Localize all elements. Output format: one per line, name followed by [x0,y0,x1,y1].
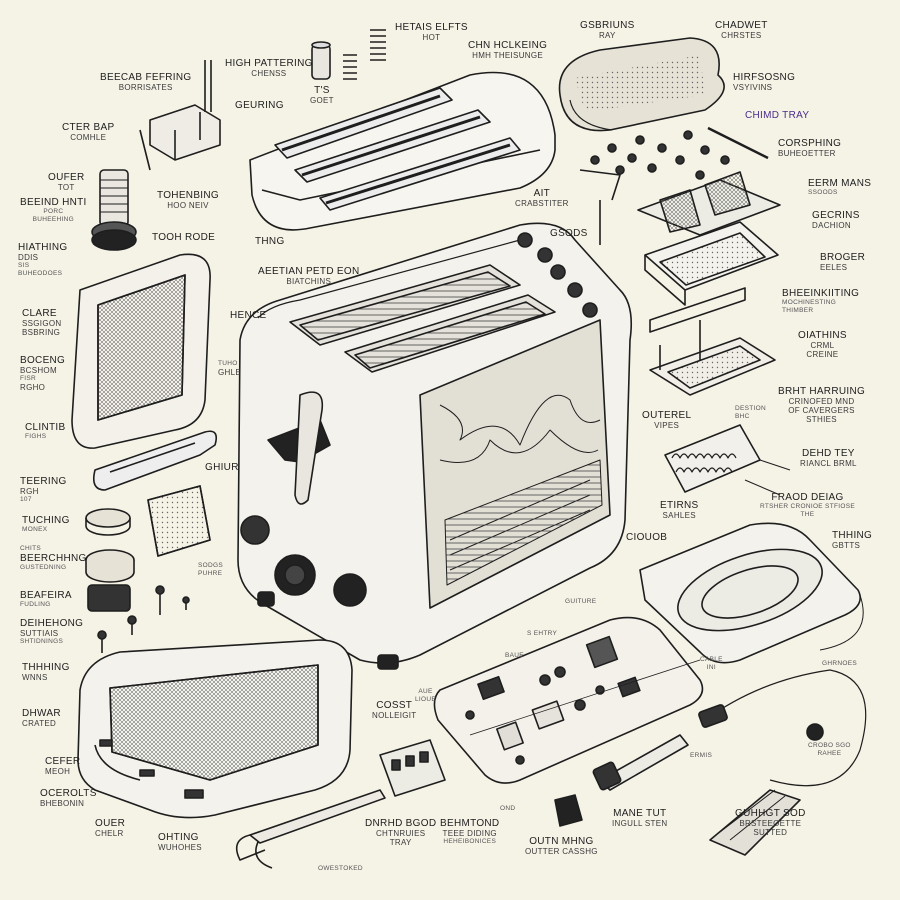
label-gsods: GSODS [550,228,588,239]
label-guiture: GUITURE [565,598,597,605]
power-cable [698,669,867,856]
label-thng: THNG [255,236,285,247]
label-ond: OND [500,805,516,812]
sponge-pad [147,485,211,557]
spring-parts [311,29,386,80]
top-cover [249,71,556,231]
crumb-frame-parts [579,169,781,396]
label-geuring: GEURING [235,100,284,111]
coil-element [664,424,791,496]
bread-slice [558,37,725,132]
circuit-board [433,616,704,784]
label-ermis: ERMIS [690,752,713,759]
crumb-dots [590,126,769,180]
heating-panel [71,253,211,449]
switch-bracket [139,60,221,171]
screws [97,585,190,653]
toaster-body [237,222,633,670]
switch-module [379,739,446,797]
label-baue: BAUE [505,652,524,659]
label-s-ehtry: S EHTRY [527,630,558,637]
crumb-tray [77,639,353,819]
round-discs [85,508,135,612]
label-owestoked: OWESTOKED [318,865,363,872]
label-tooh-rode: TOOH RODE [152,232,216,243]
label-ghrnoes: GHRNOES [822,660,857,667]
knob-post [91,169,137,251]
label-ciouob: CIOUOB [626,532,668,543]
toast-tongs [235,789,386,869]
rod-pin [554,734,689,827]
label-ghiur: GHIUR [205,462,239,473]
label-chimd-tray: CHIMD TRAY [745,110,810,121]
base-tray [639,522,864,664]
side-plate [92,430,218,491]
label-hence: HENCE [230,310,267,321]
